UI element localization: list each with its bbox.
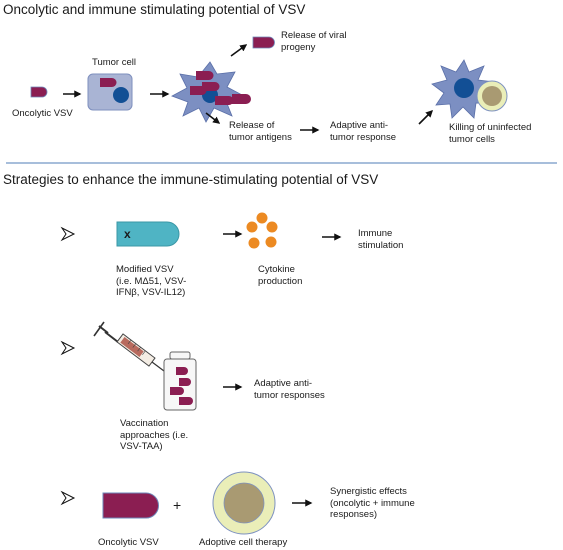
vial-icon xyxy=(163,351,197,411)
killing-label: Killing of uninfected tumor cells xyxy=(449,122,532,145)
adaptive-response-label: Adaptive anti- tumor response xyxy=(330,120,397,143)
tumor-cell-label: Tumor cell xyxy=(92,57,136,68)
section1-title: Oncolytic and immune stimulating potenti… xyxy=(3,2,306,17)
virus-icon xyxy=(102,492,159,519)
lysing-cell-icon xyxy=(171,61,251,123)
immune-stimulation-label: Immune stimulation xyxy=(358,228,404,251)
cytokine-label: Cytokine production xyxy=(258,264,303,287)
cytokine-icon xyxy=(246,212,278,249)
vaccination-label: Vaccination approaches (i.e. VSV-TAA) xyxy=(120,418,189,452)
modified-vsv-label: Modified VSV (i.e. MΔ51, VSV- IFNβ, VSV-… xyxy=(116,264,187,298)
oncolytic-vsv-label-2: Oncolytic VSV xyxy=(98,537,159,548)
bullet-arrow-icon xyxy=(60,490,76,506)
virus-icon xyxy=(30,86,48,98)
arrow-icon xyxy=(205,112,221,124)
syringe-icon xyxy=(93,321,165,372)
modified-vsv-icon xyxy=(116,221,180,247)
bullet-arrow-icon xyxy=(60,226,76,242)
synergistic-label: Synergistic effects (oncolytic + immune … xyxy=(330,486,415,520)
bullet-arrow-icon xyxy=(60,340,76,356)
release-viral-progeny-label: Release of viral progeny xyxy=(281,30,347,53)
section2-title: Strategies to enhance the immune-stimula… xyxy=(3,172,379,187)
vsv-mark: x xyxy=(124,227,131,241)
release-tumor-antigens-label: Release of tumor antigens xyxy=(229,120,292,143)
adoptive-cell-icon xyxy=(212,471,276,535)
adoptive-cell-therapy-label: Adoptive cell therapy xyxy=(199,537,288,548)
uninfected-tumor-cell-icon xyxy=(476,80,508,112)
adaptive-responses-label: Adaptive anti- tumor responses xyxy=(254,378,325,401)
arrow-icon xyxy=(230,44,248,57)
plus-sign: + xyxy=(173,497,182,513)
tumor-cell-icon xyxy=(87,73,133,111)
oncolytic-vsv-label: Oncolytic VSV xyxy=(12,108,73,119)
immune-cell-icon xyxy=(431,59,497,119)
virus-icon xyxy=(252,36,275,49)
arrow-icon xyxy=(418,109,434,125)
